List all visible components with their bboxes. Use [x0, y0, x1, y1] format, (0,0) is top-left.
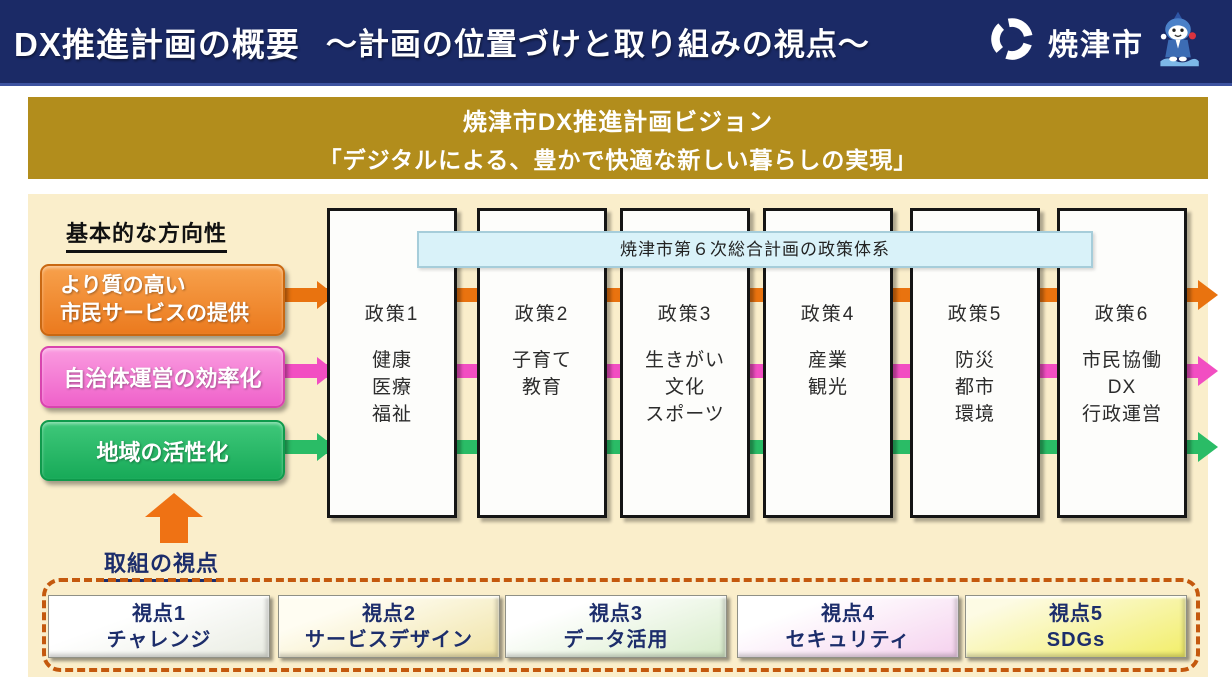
policy-number: 政策1 [364, 304, 420, 325]
arrow-head-green-right [1198, 432, 1218, 462]
policy-field: DX [1107, 377, 1137, 398]
arrow-tail-orange-left [285, 288, 318, 302]
viewpoint-number: 視点4 [820, 602, 876, 625]
policy-field: 教育 [521, 377, 562, 398]
policy-field: 健康 [371, 350, 412, 371]
page-title: DX推進計画の概要 [14, 25, 300, 63]
direction-label-line: 市民サービスの提供 [60, 302, 249, 325]
policy-field: 子育て [511, 350, 572, 371]
policy-number: 政策6 [1094, 304, 1150, 325]
viewpoint-box-5: 視点5 SDGs [965, 595, 1187, 658]
arrow-head-orange-right [1198, 280, 1218, 310]
direction-box-efficiency: 自治体運営の効率化 [40, 346, 285, 408]
policy-number: 政策2 [514, 304, 570, 325]
direction-box-regional: 地域の活性化 [40, 420, 285, 481]
policy-number: 政策3 [657, 304, 713, 325]
up-arrow-icon [145, 493, 203, 517]
approach-heading: 取組の視点 [104, 546, 220, 582]
viewpoint-number: 視点1 [131, 602, 187, 625]
policy-fields: 産業 観光 [766, 347, 890, 401]
policy-field: 行政運営 [1081, 404, 1162, 425]
arrow-tail-orange-right [1187, 288, 1198, 302]
direction-label-line: 自治体運営の効率化 [63, 366, 262, 391]
mascot-icon [1154, 11, 1202, 72]
viewpoint-label: データ活用 [563, 628, 669, 651]
policy-field: 文化 [664, 377, 705, 398]
vision-title: 焼津市DX推進計画ビジョン [462, 108, 774, 136]
city-logo-group: 焼津市 [986, 11, 1218, 72]
policy-field: 都市 [954, 377, 995, 398]
direction-box-citizen-services: より質の高い 市民サービスの提供 [40, 264, 285, 336]
up-arrow-stem [160, 516, 188, 543]
policy-fields: 生きがい 文化 スポーツ [623, 347, 747, 428]
viewpoint-box-2: 視点2 サービスデザイン [278, 595, 500, 658]
arrow-head-pink-right [1198, 356, 1218, 386]
policy-fields: 子育て 教育 [480, 347, 604, 401]
policy-box-1: 政策1 健康 医療 福祉 [327, 208, 457, 518]
viewpoint-number: 視点2 [361, 602, 417, 625]
policy-field: 市民協働 [1081, 350, 1162, 371]
policy-field: 福祉 [371, 404, 412, 425]
policy-fields: 防災 都市 環境 [913, 347, 1037, 428]
direction-label-line: 地域の活性化 [96, 439, 229, 465]
policy-field: 観光 [807, 377, 848, 398]
viewpoint-label: セキュリティ [785, 628, 911, 651]
policy-field: 防災 [954, 350, 995, 371]
policy-number: 政策5 [947, 304, 1003, 325]
comprehensive-plan-banner: 焼津市第６次総合計画の政策体系 [417, 231, 1093, 268]
policy-field: 産業 [807, 350, 848, 371]
viewpoint-number: 視点3 [588, 602, 644, 625]
arrow-tail-pink-left [285, 364, 318, 378]
header-bar: DX推進計画の概要 ～計画の位置づけと取り組みの視点～ 焼津市 [0, 0, 1232, 86]
viewpoint-box-4: 視点4 セキュリティ [737, 595, 959, 658]
direction-label-line: より質の高い [60, 274, 186, 297]
policy-field: 生きがい [644, 350, 725, 371]
viewpoint-label: SDGs [1046, 628, 1106, 651]
vision-banner: 焼津市DX推進計画ビジョン 「デジタルによる、豊かで快適な新しい暮らしの実現」 [28, 97, 1208, 179]
page-subtitle: ～計画の位置づけと取り組みの視点～ [325, 27, 870, 62]
arrow-tail-green-right [1187, 440, 1198, 454]
policy-fields: 市民協働 DX 行政運営 [1060, 347, 1184, 428]
policy-number: 政策4 [800, 304, 856, 325]
viewpoint-label: チャレンジ [106, 628, 212, 651]
city-name: 焼津市 [1048, 28, 1144, 62]
viewpoint-box-3: 視点3 データ活用 [505, 595, 727, 658]
arrow-tail-green-left [285, 440, 318, 454]
policy-field: 環境 [954, 404, 995, 425]
city-emblem-icon [986, 13, 1038, 70]
policy-fields: 健康 医療 福祉 [330, 347, 454, 428]
viewpoint-label: サービスデザイン [305, 628, 473, 651]
policy-field: 医療 [371, 377, 412, 398]
vision-statement: 「デジタルによる、豊かで快適な新しい暮らしの実現」 [318, 146, 918, 173]
viewpoint-box-1: 視点1 チャレンジ [48, 595, 270, 658]
viewpoints-frame [42, 578, 1200, 672]
policy-field: スポーツ [645, 404, 725, 425]
viewpoint-number: 視点5 [1048, 602, 1104, 625]
main-panel: 基本的な方向性 より質の高い 市民サービスの提供 自治体運営の効率化 地域の活性… [28, 194, 1218, 677]
directions-heading: 基本的な方向性 [66, 216, 228, 253]
arrow-tail-pink-right [1187, 364, 1198, 378]
